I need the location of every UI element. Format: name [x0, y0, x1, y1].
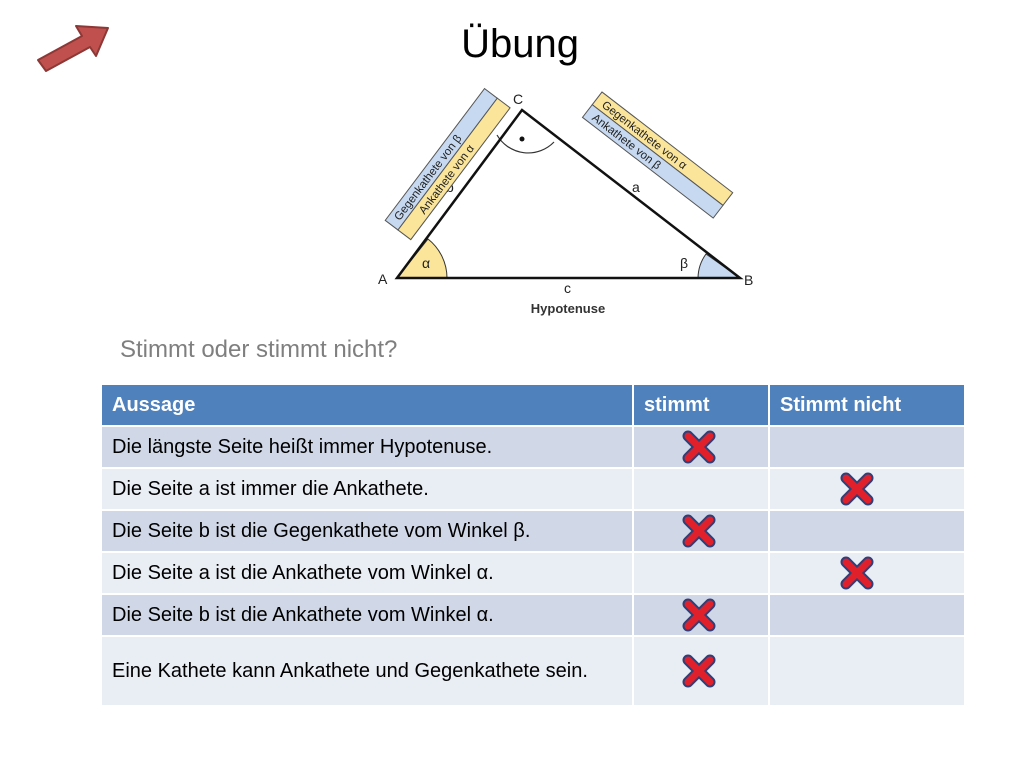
cross-mark-icon[interactable]	[840, 472, 874, 506]
vertex-c-label: C	[513, 91, 523, 107]
table-row: Die längste Seite heißt immer Hypotenuse…	[100, 425, 966, 469]
cell-false[interactable]	[768, 509, 966, 553]
cross-mark-icon[interactable]	[682, 430, 716, 464]
left-tag-yellow	[397, 97, 511, 241]
cell-true[interactable]	[632, 467, 770, 511]
side-c-label: c	[564, 280, 571, 296]
table-row: Eine Kathete kann Ankathete und Gegenkat…	[100, 635, 966, 707]
cell-true[interactable]	[632, 509, 770, 553]
table-row: Die Seite a ist immer die Ankathete.	[100, 467, 966, 511]
cross-mark-icon[interactable]	[840, 556, 874, 590]
cell-true[interactable]	[632, 551, 770, 595]
table-row: Die Seite b ist die Gegenkathete vom Win…	[100, 509, 966, 553]
statement-cell: Die längste Seite heißt immer Hypotenuse…	[100, 425, 634, 469]
cell-false[interactable]	[768, 593, 966, 637]
header-statement: Aussage	[100, 383, 634, 427]
cell-true[interactable]	[632, 593, 770, 637]
right-angle-arc	[496, 134, 555, 154]
cross-mark-icon[interactable]	[682, 654, 716, 688]
table-header-row: Aussage stimmt Stimmt nicht	[100, 383, 966, 427]
question-subtitle: Stimmt oder stimmt nicht?	[120, 336, 398, 363]
triangle	[394, 108, 744, 280]
cell-false[interactable]	[768, 635, 966, 707]
cell-true[interactable]	[632, 635, 770, 707]
vertex-b-label: B	[744, 272, 753, 288]
statement-cell: Die Seite a ist immer die Ankathete.	[100, 467, 634, 511]
hypotenuse-label: Hypotenuse	[531, 301, 605, 316]
cross-mark-icon[interactable]	[682, 598, 716, 632]
statement-table: Aussage stimmt Stimmt nicht Die längste …	[100, 383, 966, 707]
header-true: stimmt	[632, 383, 770, 427]
cell-true[interactable]	[632, 425, 770, 469]
angle-beta-label: β	[680, 255, 688, 271]
angle-alpha-label: α	[422, 255, 430, 271]
table-body: Die längste Seite heißt immer Hypotenuse…	[100, 425, 966, 707]
table-row: Die Seite b ist die Ankathete vom Winkel…	[100, 593, 966, 637]
page-title: Übung	[461, 22, 579, 66]
cell-false[interactable]	[768, 425, 966, 469]
cross-mark-icon[interactable]	[682, 514, 716, 548]
cell-false[interactable]	[768, 467, 966, 511]
side-a-label: a	[632, 179, 640, 195]
right-tag-blue	[581, 103, 724, 219]
vertex-a-label: A	[378, 271, 388, 287]
statement-cell: Eine Kathete kann Ankathete und Gegenkat…	[100, 635, 634, 707]
back-arrow-icon[interactable]	[30, 20, 120, 85]
triangle-diagram: A B C b a c Hypotenuse α β Gegenkathete …	[378, 87, 753, 316]
header-false: Stimmt nicht	[768, 383, 966, 427]
statement-cell: Die Seite b ist die Ankathete vom Winkel…	[100, 593, 634, 637]
table-row: Die Seite a ist die Ankathete vom Winkel…	[100, 551, 966, 595]
statement-cell: Die Seite b ist die Gegenkathete vom Win…	[100, 509, 634, 553]
statement-cell: Die Seite a ist die Ankathete vom Winkel…	[100, 551, 634, 595]
right-angle-dot	[519, 136, 525, 142]
cell-false[interactable]	[768, 551, 966, 595]
